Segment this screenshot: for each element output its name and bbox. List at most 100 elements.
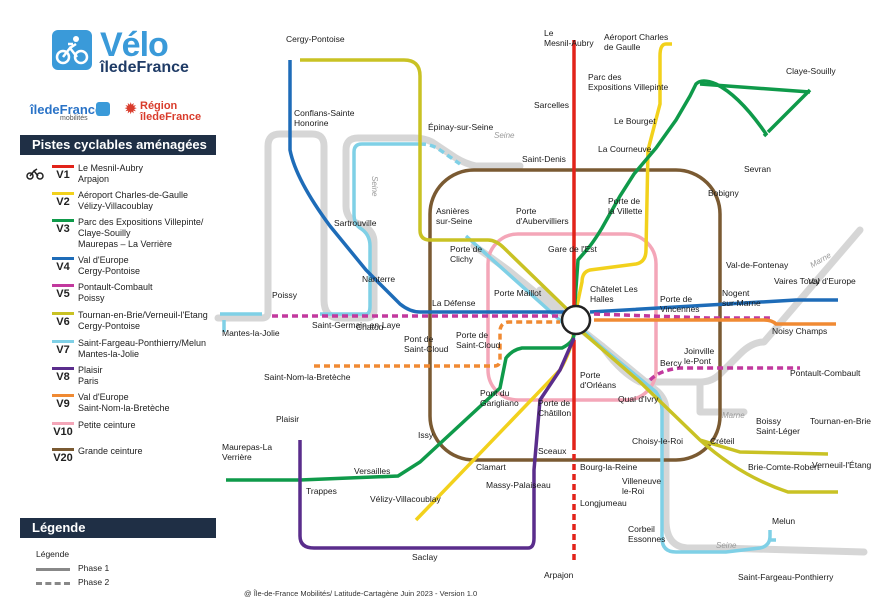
station-label: Bobigny	[708, 188, 739, 198]
route-code: V20	[53, 452, 73, 464]
station-label: Claye-Souilly	[786, 66, 836, 76]
station-label: Maurepas-La	[222, 442, 272, 452]
route-description: Grande ceinture	[78, 446, 143, 456]
station-label: Bourg-la-Reine	[580, 462, 637, 472]
station-13: Claye-Souilly	[786, 66, 836, 76]
station-label: Vincennes	[660, 304, 700, 314]
station-label: Saint-Fargeau-Ponthierry	[738, 572, 834, 582]
route-color-bar	[52, 284, 74, 287]
station-63: Verneuil-l'Étang	[812, 460, 872, 470]
station-labels: LeMesnil-AubrySarcellesSaint-DenisPorted…	[222, 28, 872, 582]
station-48: Clamart	[476, 462, 506, 472]
route-v6-north	[306, 58, 576, 318]
station-label: Mesnil-Aubry	[544, 38, 594, 48]
station-43: Issy	[418, 430, 434, 440]
legend-route-v20: V20 Grande ceinture	[44, 446, 214, 472]
route-color-bar	[52, 165, 74, 168]
station-label: la Villette	[608, 206, 643, 216]
station-label: Versailles	[354, 466, 390, 476]
station-label: Trappes	[306, 486, 337, 496]
station-label: Honorine	[294, 118, 329, 128]
station-label: Brie-Comte-Robert	[748, 462, 820, 472]
station-59: Créteil	[710, 436, 735, 446]
station-label: Issy	[418, 430, 434, 440]
brand-title: Vélo	[100, 26, 169, 64]
station-label: Parc des	[588, 72, 622, 82]
station-label: Noisy Champs	[772, 326, 827, 336]
station-36: Sartrouville	[334, 218, 377, 228]
station-label: Corbeil	[628, 524, 655, 534]
key-heading: Légende	[20, 518, 216, 538]
station-17: Vaires Torcy	[774, 276, 821, 286]
idfm-person-icon	[96, 102, 110, 116]
station-label: Porte de	[538, 398, 570, 408]
route-code: V3	[56, 223, 70, 235]
station-8: Le Bourget	[614, 116, 656, 126]
station-65: Saint-Fargeau-Ponthierry	[738, 572, 834, 582]
station-label: Porte de	[456, 330, 488, 340]
station-label: Pont de	[404, 334, 434, 344]
station-label: Saint-Nom-la-Bretèche	[264, 372, 351, 382]
river-label-south: Seine	[716, 541, 737, 550]
station-label: de Gaulle	[604, 42, 641, 52]
station-14: Val-de-Fontenay	[726, 260, 789, 270]
river-label-marne_south: Marne	[722, 411, 745, 420]
station-label: Conflans-Sainte	[294, 108, 355, 118]
station-label: Saint-Germain-en-Laye	[312, 320, 401, 330]
river-label-north: Seine	[494, 131, 515, 140]
bike-small-icon	[26, 166, 44, 185]
station-9: La Courneuve	[598, 144, 652, 154]
route-v6-south	[578, 328, 838, 494]
station-52: Saclay	[412, 552, 438, 562]
station-label: le-Roi	[622, 486, 644, 496]
route-color-bar	[52, 312, 74, 315]
route-color-bar	[52, 394, 74, 397]
route-code: V10	[53, 426, 73, 438]
station-label: Le	[544, 28, 554, 38]
route-code: V7	[56, 344, 70, 356]
route-badge: V7	[52, 340, 74, 356]
brand-subtitle: îledeFrance	[100, 59, 189, 76]
legend-panel: Vélo îledeFrance îledeFrance mobilités ✹…	[0, 0, 220, 609]
route-code: V1	[56, 169, 70, 181]
station-label: Expositions Villepinte	[588, 82, 668, 92]
station-44: Versailles	[354, 466, 390, 476]
station-39: Cergy-Pontoise	[286, 34, 345, 44]
key-title: Légende	[36, 549, 70, 559]
station-label: Essonnes	[628, 534, 665, 544]
station-label: Porte de	[660, 294, 692, 304]
route-v7-south	[464, 234, 776, 554]
station-19: Noisy Champs	[772, 326, 827, 336]
route-badge: V5	[52, 284, 74, 300]
route-badge: V8	[52, 367, 74, 383]
station-label: Sarcelles	[534, 100, 569, 110]
phase-1-line	[36, 568, 70, 571]
route-code: V4	[56, 261, 70, 273]
station-label: Clichy	[450, 254, 474, 264]
chatelet-hub	[560, 304, 592, 336]
route-description: Parc des Expositions Villepinte/Claye-So…	[78, 217, 204, 249]
station-label: Joinville	[684, 346, 715, 356]
station-label: Porte	[516, 206, 537, 216]
legend-heading: Pistes cyclables aménagées	[20, 135, 216, 155]
station-56: Choisy-le-Roi	[632, 436, 683, 446]
phase-1-label: Phase 1	[78, 563, 110, 573]
